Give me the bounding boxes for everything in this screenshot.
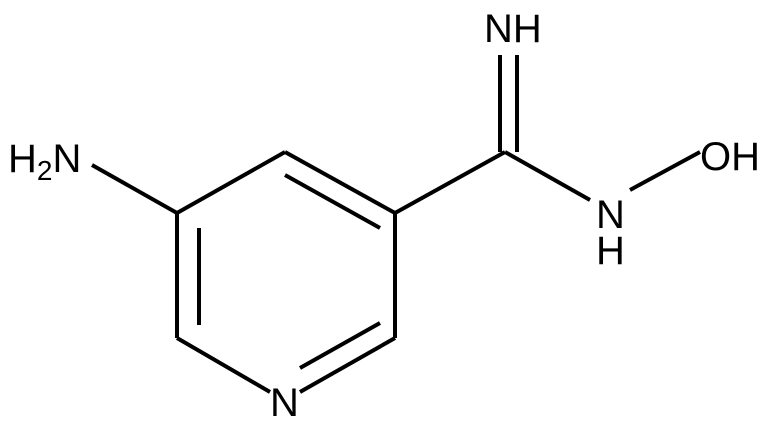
atom-labels: H2N NH OH N H N (8, 7, 760, 425)
hydroxyl-label: OH (700, 135, 760, 179)
amino-h-text: H (8, 137, 37, 181)
amide-h-label: H (596, 229, 625, 273)
bond-c4-camid (394, 150, 506, 215)
bond-c6-n (175, 336, 272, 394)
bond-c2-c3 (284, 150, 396, 215)
imine-label: NH (484, 7, 542, 51)
amino-n-text: N (52, 137, 81, 181)
amino-subscript-text: 2 (37, 155, 53, 186)
bond-c1-nh2 (91, 163, 178, 215)
bonds (91, 55, 701, 394)
ring-nitrogen-label: N (270, 381, 299, 425)
bond-c2-c1 (176, 150, 286, 215)
bond-n-c5-inner (299, 321, 381, 370)
bond-c3-c3-inner (284, 173, 381, 230)
amino-group-label: H2N (8, 137, 81, 186)
bond-n-c5 (299, 336, 396, 394)
amide-n-label: N (596, 193, 625, 237)
bond-camid-n (504, 150, 591, 202)
bond-n-o (629, 150, 701, 192)
